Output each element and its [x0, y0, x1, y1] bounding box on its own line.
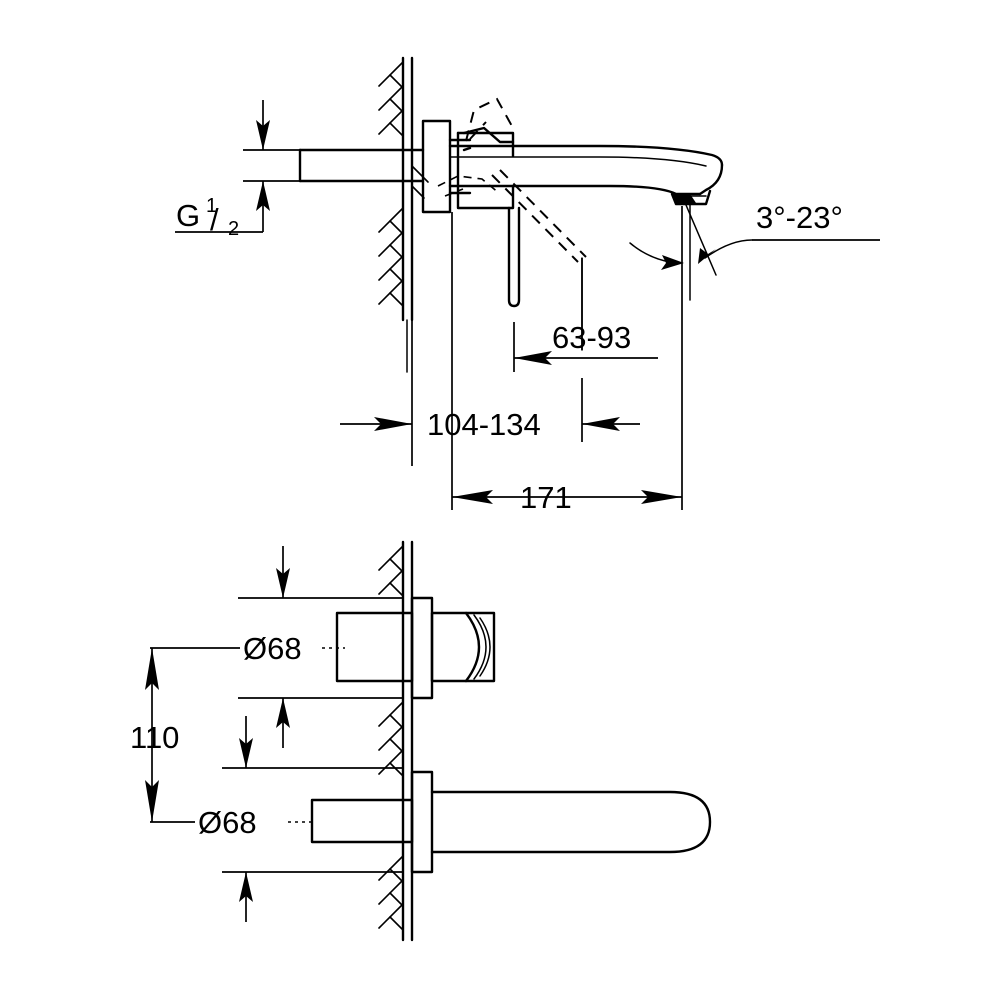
wall-hatch-plan-bottom [378, 855, 404, 931]
plan-locator-arrows [222, 546, 403, 922]
thread-denominator-label: 2 [228, 218, 239, 240]
wall-hatch-lower [378, 207, 404, 307]
upper-escutcheon-label: Ø68 [243, 631, 302, 666]
escutcheon-plate-side [421, 119, 472, 214]
side-elevation-view: 3°-23° G 1 / 2 [175, 56, 880, 515]
center-spacing-label: 110 [130, 720, 179, 755]
thread-dimension [175, 100, 345, 233]
thread-numerator-label: 1 [206, 195, 217, 217]
total-projection-label: 171 [520, 480, 572, 515]
spout-body-side [448, 144, 724, 206]
total-projection-dimension [451, 206, 683, 510]
outlet-offset-label: 63-93 [552, 320, 631, 355]
thread-solidus-label: / [210, 202, 219, 237]
thread-label-group: G 1 / 2 [176, 195, 239, 240]
swivel-angle-arrows [629, 199, 753, 301]
front-plan-view: Ø68 Ø68 110 [130, 540, 712, 942]
wall-section-lower [378, 540, 414, 942]
outlet-projection-dimension [340, 320, 640, 466]
angle-label: 3°-23° [756, 200, 843, 235]
lower-escutcheon-plan [310, 770, 712, 874]
upper-escutcheon-plan [335, 596, 496, 700]
wall-hatch-plan-mid [378, 701, 404, 777]
wall-hatch-plan-top [378, 545, 404, 597]
lower-escutcheon-label: Ø68 [198, 805, 257, 840]
lever-handle-side [507, 206, 521, 308]
wall-section-upper [378, 56, 429, 373]
wall-hatch-upper [378, 61, 404, 137]
inlet-pipe-upper [298, 148, 425, 183]
outlet-offset-dimension [513, 258, 658, 372]
thread-prefix-label: G [176, 198, 200, 233]
center-spacing-dimension [145, 648, 159, 822]
outlet-projection-label: 104-134 [427, 407, 541, 442]
